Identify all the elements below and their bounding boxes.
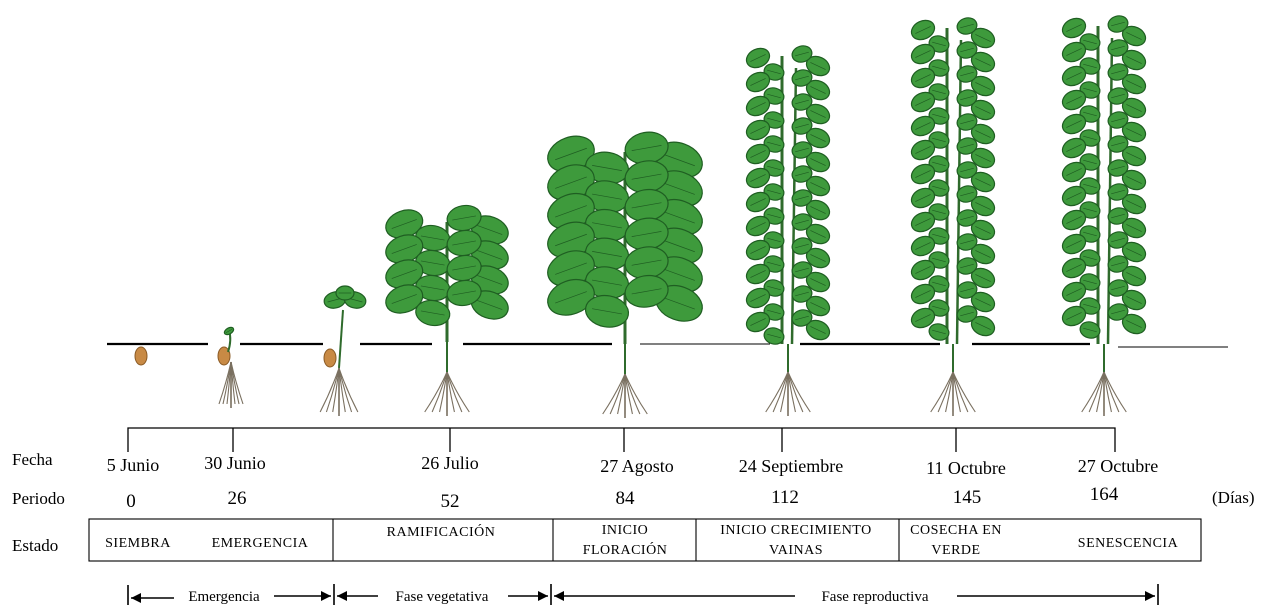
- state-vainas: VAINAS: [769, 543, 823, 558]
- plant-inicio-vainas: [743, 44, 832, 416]
- day-84: 84: [616, 488, 636, 509]
- plant-senescencia: [1059, 14, 1148, 416]
- date-30-junio: 30 Junio: [204, 453, 266, 473]
- arrow-heads: [131, 591, 1155, 603]
- day-145: 145: [953, 487, 982, 508]
- phase-emergencia: Emergencia: [188, 589, 260, 605]
- label-fecha: Fecha: [12, 450, 53, 469]
- state-cosecha-en: COSECHA EN: [910, 523, 1002, 538]
- state-inicio: INICIO: [602, 523, 649, 538]
- state-verde: VERDE: [931, 543, 980, 558]
- day-0: 0: [126, 491, 136, 512]
- plant-siembra: [135, 347, 147, 365]
- state-floracion: FLORACIÓN: [583, 541, 668, 558]
- date-11-octubre: 11 Octubre: [926, 458, 1006, 478]
- date-ticks: [128, 428, 1115, 452]
- label-periodo: Periodo: [12, 489, 65, 508]
- plant-joven: [320, 286, 368, 416]
- plant-ramificacion: [382, 203, 512, 416]
- plant-cosecha-verde: [908, 16, 997, 416]
- plant-illustrations: [135, 14, 1149, 418]
- state-siembra: SIEMBRA: [105, 536, 171, 551]
- label-dias: (Días): [1212, 488, 1254, 507]
- date-27-octubre: 27 Octubre: [1078, 456, 1158, 476]
- state-ramificacion: RAMIFICACIÓN: [387, 523, 496, 540]
- label-estado: Estado: [12, 536, 58, 555]
- day-164: 164: [1090, 484, 1119, 505]
- day-112: 112: [771, 487, 799, 508]
- plant-emergencia: [218, 326, 243, 408]
- state-senescencia: SENESCENCIA: [1078, 536, 1179, 551]
- day-52: 52: [441, 491, 460, 512]
- phase-vegetativa: Fase vegetativa: [396, 589, 489, 605]
- phase-reproductiva: Fase reproductiva: [821, 589, 928, 605]
- state-emergencia: EMERGENCIA: [212, 536, 309, 551]
- date-5-junio: 5 Junio: [107, 455, 160, 475]
- state-inicio-crecimiento: INICIO CRECIMIENTO: [720, 523, 871, 538]
- date-26-julio: 26 Julio: [421, 453, 479, 473]
- ground-line: [107, 344, 1228, 347]
- plant-floracion: [543, 129, 708, 418]
- day-26: 26: [228, 488, 247, 509]
- date-24-septiembre: 24 Septiembre: [739, 456, 843, 476]
- date-27-agosto: 27 Agosto: [600, 456, 674, 476]
- phase-arrows: [128, 584, 1158, 605]
